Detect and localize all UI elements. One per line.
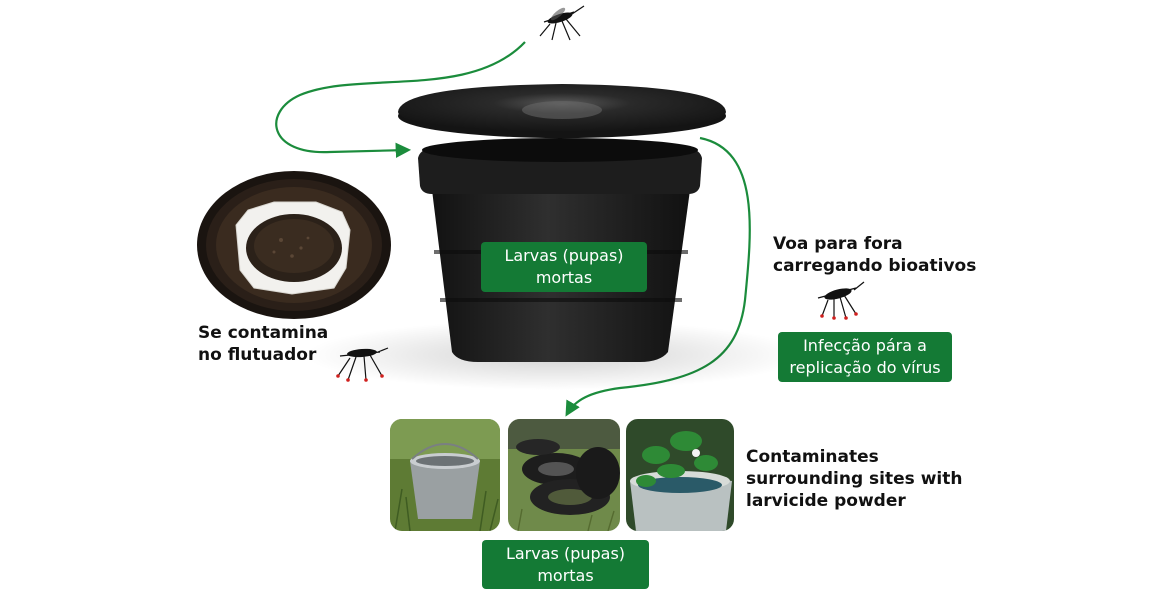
contaminates-label: Contaminates surrounding sites with larv…	[746, 446, 962, 512]
contamina-line2: no flutuador	[198, 345, 317, 365]
center-badge-line2: mortas	[535, 268, 593, 287]
contaminates-line2: surrounding sites with	[746, 469, 963, 489]
mosquito-right-icon	[817, 281, 865, 320]
bucket-photo	[390, 419, 500, 531]
tires-photo	[508, 419, 620, 531]
infeccao-line2: replicação do vírus	[789, 358, 941, 377]
bottom-larvas-badge: Larvas (pupas) mortas	[482, 540, 649, 589]
voa-line1: Voa para fora	[773, 234, 903, 254]
arrow-into-trap	[275, 41, 526, 159]
infeccao-line1: Infecção pára a	[803, 336, 927, 355]
center-badge-line1: Larvas (pupas)	[504, 246, 624, 265]
contamina-line1: Se contamina	[198, 323, 329, 343]
mosquito-left-icon	[336, 347, 389, 382]
contaminates-line1: Contaminates	[746, 447, 879, 467]
bottom-badge-line1: Larvas (pupas)	[505, 543, 626, 563]
mosquito-top-icon	[539, 5, 585, 41]
planter-photo	[626, 419, 734, 531]
center-larvas-badge: Larvas (pupas) mortas	[481, 242, 647, 292]
contamina-label: Se contamina no flutuador	[198, 322, 328, 366]
voa-label: Voa para fora carregando bioativos	[773, 233, 976, 277]
voa-line2: carregando bioativos	[773, 256, 977, 276]
bottom-badge-line2: mortas	[537, 565, 594, 585]
infeccao-badge: Infecção pára a replicação do vírus	[778, 332, 952, 382]
float-inset-photo	[197, 171, 391, 319]
contaminates-line3: larvicide powder	[746, 491, 906, 511]
